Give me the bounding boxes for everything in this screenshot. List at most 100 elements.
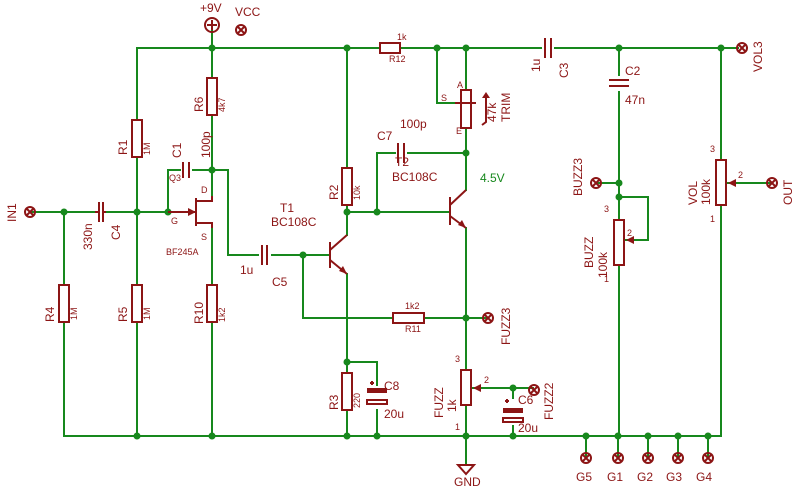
svg-text:VOL3: VOL3: [751, 41, 765, 72]
voltage-label: 4.5V: [480, 171, 505, 185]
svg-text:220: 220: [352, 393, 362, 408]
pad-vol3: VOL3: [736, 41, 765, 72]
resistor-r12: 1k R12: [379, 32, 407, 64]
svg-text:FUZZ2: FUZZ2: [542, 382, 556, 420]
svg-text:1u: 1u: [529, 59, 543, 72]
svg-text:A: A: [457, 80, 463, 90]
svg-text:BC108C: BC108C: [271, 215, 317, 229]
pad-fuzz2: FUZZ2: [528, 382, 556, 420]
svg-text:C3: C3: [557, 62, 571, 78]
svg-text:C1: C1: [170, 142, 184, 158]
svg-text:+9V: +9V: [200, 1, 222, 15]
capacitor-c7: C7 100p: [377, 117, 427, 163]
svg-text:1k2: 1k2: [405, 301, 420, 311]
svg-text:1: 1: [710, 214, 715, 224]
svg-text:1: 1: [455, 422, 460, 432]
capacitor-c8: C8 20u: [366, 379, 404, 421]
svg-text:10k: 10k: [352, 185, 362, 200]
svg-text:R12: R12: [389, 54, 406, 64]
svg-text:BUZZ: BUZZ: [582, 237, 596, 268]
svg-text:TRIM: TRIM: [499, 93, 513, 122]
svg-text:1M: 1M: [142, 307, 152, 320]
svg-text:100k: 100k: [596, 251, 610, 278]
svg-text:OUT: OUT: [781, 179, 795, 205]
svg-text:47k: 47k: [485, 102, 499, 122]
svg-text:1k2: 1k2: [217, 307, 227, 322]
svg-text:1: 1: [604, 274, 609, 284]
svg-text:20u: 20u: [384, 407, 404, 421]
transistor-t2: T2 BC108C: [392, 155, 467, 229]
svg-text:GND: GND: [454, 475, 481, 489]
svg-text:G1: G1: [607, 470, 623, 484]
svg-text:4k7: 4k7: [217, 97, 227, 112]
svg-text:BF245A: BF245A: [166, 247, 199, 257]
capacitor-c4: 330n C4: [81, 202, 123, 250]
trimmer-pot: S A E 47k TRIM: [441, 80, 513, 136]
svg-text:3: 3: [710, 144, 715, 154]
svg-text:T2: T2: [395, 155, 409, 169]
junction-dots: [60, 44, 725, 440]
resistor-r5: R5 1M: [116, 284, 152, 323]
resistor-r1: R1 1M: [116, 119, 152, 158]
svg-text:R4: R4: [43, 306, 57, 322]
svg-text:E: E: [456, 126, 462, 136]
jfet-q3: Q3 D G S BF245A: [166, 173, 213, 257]
svg-text:IN1: IN1: [5, 203, 19, 222]
svg-text:C5: C5: [272, 275, 288, 289]
pad-plus9v: +9V: [200, 1, 222, 33]
resistor-r10: R10 1k2: [192, 284, 227, 324]
svg-text:47n: 47n: [625, 93, 645, 107]
capacitor-c5: 1u C5: [240, 245, 288, 289]
capacitor-c1: C1 100p: [170, 131, 213, 178]
svg-text:G2: G2: [637, 470, 653, 484]
svg-text:2: 2: [484, 375, 489, 385]
resistor-r4: R4 1M: [43, 284, 79, 323]
pad-g4: G4: [696, 452, 714, 484]
svg-text:1u: 1u: [240, 263, 253, 277]
svg-text:Q3: Q3: [169, 173, 181, 183]
svg-text:R5: R5: [116, 306, 130, 322]
pad-out: OUT: [766, 177, 795, 205]
svg-text:VCC: VCC: [235, 5, 261, 19]
ground-symbol: GND: [454, 464, 481, 489]
svg-text:2: 2: [627, 228, 632, 238]
svg-text:100p: 100p: [400, 117, 427, 131]
svg-text:330n: 330n: [81, 223, 95, 250]
pad-g3: G3: [666, 452, 684, 484]
svg-text:G5: G5: [576, 470, 592, 484]
resistor-r11: 1k2 R11: [392, 301, 425, 334]
svg-text:FUZZ3: FUZZ3: [499, 307, 513, 345]
svg-text:D: D: [201, 185, 208, 195]
svg-text:1k: 1k: [445, 398, 459, 412]
svg-text:S: S: [441, 93, 447, 103]
svg-text:BC108C: BC108C: [392, 170, 438, 184]
svg-text:R3: R3: [327, 394, 341, 410]
svg-text:R11: R11: [405, 324, 421, 334]
resistor-r6: R6 4k7: [192, 77, 227, 116]
svg-text:C4: C4: [109, 224, 123, 240]
connector-pads: IN1 VCC +9V VOL3 BUZZ3 OUT FUZZ3 FUZZ2: [5, 1, 795, 484]
buzz-pot: 2 3 1 BUZZ 100k: [582, 204, 634, 284]
capacitor-c6: C6 20u: [502, 393, 538, 435]
svg-text:S: S: [201, 232, 207, 242]
capacitor-c2: C2 47n: [609, 64, 645, 107]
svg-text:100k: 100k: [699, 178, 713, 205]
svg-text:2: 2: [738, 170, 743, 180]
svg-text:R6: R6: [192, 96, 206, 112]
pad-vcc: VCC: [235, 5, 261, 36]
svg-text:T1: T1: [280, 201, 294, 215]
svg-text:C6: C6: [518, 393, 534, 407]
transistor-t1: T1 BC108C: [271, 201, 348, 275]
svg-text:C8: C8: [384, 379, 400, 393]
resistor-r2: R2 10k: [327, 167, 362, 206]
pad-fuzz3: FUZZ3: [482, 307, 513, 345]
pad-g1: G1: [607, 452, 624, 484]
svg-text:FUZZ: FUZZ: [432, 387, 446, 418]
svg-text:R2: R2: [327, 184, 341, 200]
pad-g2: G2: [637, 452, 654, 484]
svg-text:R1: R1: [116, 139, 130, 155]
svg-text:100p: 100p: [199, 131, 213, 158]
pad-in1: IN1: [5, 203, 36, 222]
